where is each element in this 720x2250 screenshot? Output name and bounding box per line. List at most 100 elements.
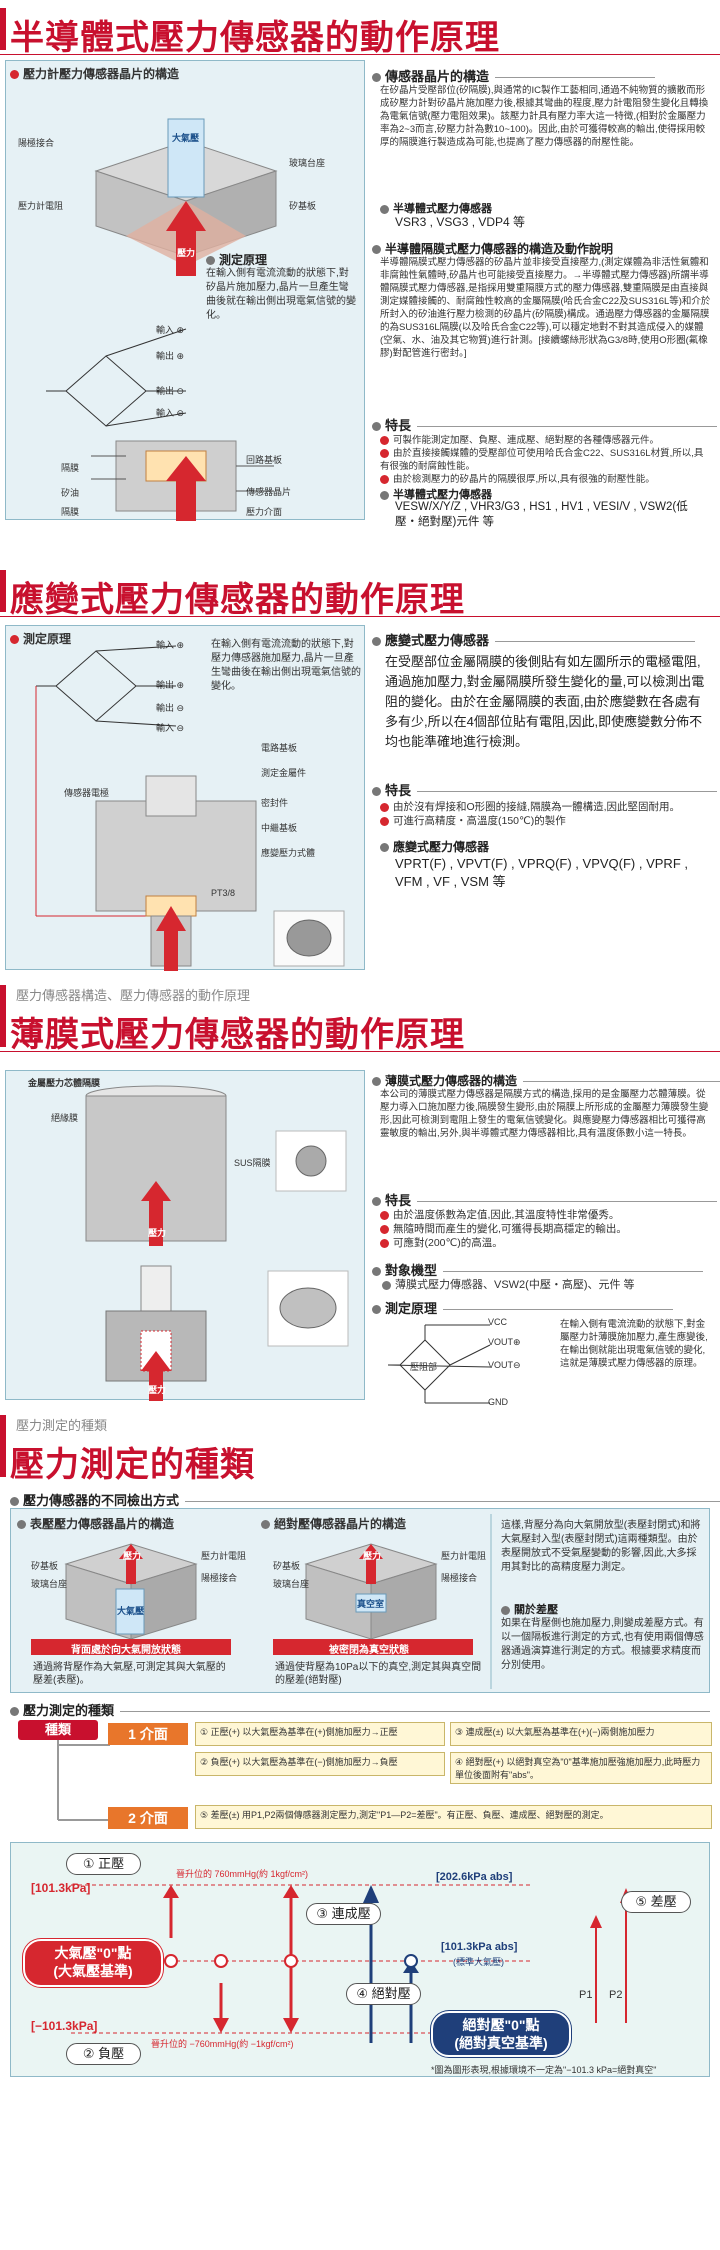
feat1-list: 可製作能測定加壓、負壓、連成壓、絕對壓的各種傳感器元件。 由於直接接觸媒體的受壓… bbox=[380, 434, 712, 486]
label-input-plus: 輸入 ⊕ bbox=[156, 325, 185, 335]
semi2-head: 半導體隔膜式壓力傳感器的構造及動作說明 bbox=[372, 240, 613, 257]
film-principle-circuit bbox=[387, 1324, 491, 1404]
label-output-plus: 輸出 ⊕ bbox=[156, 351, 185, 361]
label-glass-base: 玻璃台座 bbox=[289, 158, 326, 168]
chip-structure-text: 在矽晶片受壓部位(矽隔膜),與通常的IC製作工藝相同,通過不純物質的擴散而形成矽… bbox=[380, 85, 709, 148]
type-cell-compound: ③ 連成壓(±) 以大氣壓為基準在(+)(−)兩側施加壓力 bbox=[450, 1722, 712, 1746]
label-sensor-chip: 傳感器晶片 bbox=[246, 487, 292, 497]
graph-kpa-minus: [−101.3kPa] bbox=[31, 2019, 98, 2033]
graph-positive: ① 正壓 bbox=[66, 1853, 141, 1875]
feat3-item: 無隨時間而產生的變化,可獲得長期高穩定的輸出。 bbox=[380, 1222, 712, 1236]
abs-label-glass: 玻璃台座 bbox=[273, 1579, 310, 1589]
graph-atm-m760: 晉升位的 −760mmHg(約 −1kgf/cm²) bbox=[151, 2039, 294, 2049]
detect-diagrams bbox=[31, 1514, 492, 1689]
target-text: 薄膜式壓力傳感器、VSW2(中壓・高壓)、元件 等 bbox=[382, 1278, 712, 1292]
title-underline bbox=[0, 1051, 720, 1052]
semi-models-head: 半導體式壓力傳感器 bbox=[380, 200, 492, 216]
diff-head: 關於差壓 bbox=[501, 1601, 558, 1617]
label-pressure-medium: 壓力介面 bbox=[246, 507, 283, 517]
type-cell-absolute: ④ 絕對壓(+) 以絕對真空為"0"基準施加壓強施加壓力,此時壓力單位後面附有"… bbox=[450, 1752, 712, 1784]
label-input-plus: 輸入 ⊕ bbox=[156, 640, 185, 650]
label-output-plus: 輸出 ⊕ bbox=[156, 680, 185, 690]
label-measure-element: 測定金屬件 bbox=[261, 768, 307, 778]
page-title: 半導體式壓力傳感器的動作原理 bbox=[10, 19, 500, 57]
graph-diff: ⑤ 差壓 bbox=[621, 1891, 691, 1913]
abs-label-gauge: 壓力計電阻 bbox=[441, 1551, 487, 1561]
abs-text: 通過使背壓為10Pa以下的真空,測定其與真空間的壓差(絕對壓) bbox=[275, 1662, 482, 1686]
label-input-minus: 輸入 ⊖ bbox=[156, 723, 185, 733]
graph-kpa-plus: [101.3kPa] bbox=[31, 1881, 91, 1895]
feat3-item: 可應對(200℃)的高溫。 bbox=[380, 1236, 712, 1250]
feat1-head: 特長 bbox=[372, 415, 718, 434]
detect-panel: 表壓壓力傳感器晶片的構造 絕對壓傳感器晶片的構造 矽基板 玻璃台座 壓力計電阻 … bbox=[10, 1508, 710, 1693]
label-vout-plus: VOUT⊕ bbox=[488, 1337, 521, 1347]
label-sus: SUS隔膜 bbox=[234, 1158, 271, 1168]
gauge-label-silicon: 矽基板 bbox=[31, 1561, 59, 1571]
principle-head: 測定原理 bbox=[206, 251, 267, 268]
gauge-label-bond: 陽極接合 bbox=[201, 1573, 238, 1583]
strain-models-head: 應變式壓力傳感器 bbox=[380, 838, 489, 855]
label-pressure2: 壓力 bbox=[148, 1385, 167, 1395]
abs-label-bond: 陽極接合 bbox=[441, 1573, 478, 1583]
film-text: 本公司的薄膜式壓力傳感器是隔膜方式的構造,採用的是金屬壓力芯體薄膜。從壓力導入口… bbox=[380, 1089, 709, 1139]
type-cell-diff: ⑤ 差壓(±) 用P1,P2兩個傳感器測定壓力,測定"P1—P2=差壓"。有正壓… bbox=[195, 1805, 712, 1829]
semiconductor-chip-diagram bbox=[46, 118, 278, 521]
film-principle-head: 測定原理 bbox=[372, 1298, 674, 1317]
section4-subhead: 壓力測定的種類 bbox=[16, 1418, 108, 1433]
title-accent bbox=[0, 570, 6, 612]
section2-title-bar: 應變式壓力傳感器的動作原理 bbox=[0, 570, 720, 619]
feat1-item: 由於檢測壓力的矽晶片的隔膜很厚,所以,具有很強的耐壓性能。 bbox=[380, 473, 712, 486]
label-silicon-oil: 矽油 bbox=[61, 488, 80, 498]
semi2-text: 半導體隔膜式壓力傳感器的矽晶片並非接受直接壓力,(測定媒體為非活性氣體和非腐蝕性… bbox=[380, 257, 711, 359]
graph-note: *圖為圖形表現,根據環境不一定為"−101.3 kPa=絕對真空" bbox=[431, 2065, 657, 2075]
label-chip: 壓阻部 bbox=[410, 1362, 438, 1372]
types-head: 壓力測定的種類 bbox=[10, 1700, 711, 1719]
label-gnd: GND bbox=[488, 1397, 508, 1407]
label-pressure1: 壓力 bbox=[148, 1228, 167, 1238]
feat2-item: 可進行高精度・高溫度(150℃)的製作 bbox=[380, 814, 712, 828]
graph-compound: ③ 連成壓 bbox=[306, 1903, 381, 1925]
label-film-core: 金屬壓力芯體隔膜 bbox=[28, 1078, 101, 1088]
label-output-minus: 輸出 ⊖ bbox=[156, 703, 185, 713]
feat3-item: 由於溫度係數為定值,因此,其溫度特性非常優秀。 bbox=[380, 1208, 712, 1222]
title-accent bbox=[0, 985, 6, 1047]
graph-negative: ② 負壓 bbox=[66, 2043, 141, 2065]
section3-subhead: 壓力傳感器構造、壓力傳感器的動作原理 bbox=[16, 988, 251, 1003]
title-accent bbox=[0, 8, 6, 50]
section3-title-bar: 薄膜式壓力傳感器的動作原理 bbox=[0, 985, 720, 1054]
graph-p2: P2 bbox=[609, 1989, 623, 2001]
gauge-label-atm: 大氣壓 bbox=[117, 1606, 145, 1616]
label-pressure: 壓力 bbox=[177, 248, 196, 258]
one-port-label: 1 介面 bbox=[108, 1723, 188, 1745]
principle-text: 在輸入側有電流流動的狀態下,對矽晶片施加壓力,晶片一旦產生彎曲後就在輸出側出現電… bbox=[206, 268, 356, 321]
graph-atm-zero: 大氣壓"0"點(大氣壓基準) bbox=[23, 1939, 163, 1987]
abs-label-vacuum: 真空室 bbox=[357, 1599, 385, 1609]
abs-label-pressure: 壓力 bbox=[363, 1551, 382, 1561]
label-bond: 陽極接合 bbox=[18, 138, 55, 148]
feat1-item: 由於直接接觸媒體的受壓部位可使用哈氏合金C22、SUS316L材質,所以,具有很… bbox=[380, 448, 704, 472]
graph-p1: P1 bbox=[579, 1989, 593, 2001]
strain-head: 應變式壓力傳感器 bbox=[372, 630, 696, 649]
strain-principle-text: 在輸入側有電流流動的狀態下,對壓力傳感器施加壓力,晶片一旦產生彎曲後在輸出側出現… bbox=[211, 639, 361, 692]
graph-absolute: ④ 絕對壓 bbox=[346, 1983, 421, 2005]
title-accent bbox=[0, 1415, 6, 1477]
gauge-label-glass: 玻璃台座 bbox=[31, 1579, 68, 1589]
graph-kpa-101abs: [101.3kPa abs] bbox=[441, 1941, 518, 1953]
strain-text: 在受壓部位金屬隔膜的後側貼有如左圖所示的電極電阻,通過施加壓力,對金屬隔膜所發生… bbox=[385, 654, 705, 749]
section3-title: 薄膜式壓力傳感器的動作原理 bbox=[10, 1016, 465, 1054]
types-label: 種類 bbox=[18, 1720, 98, 1740]
label-circuit: 電路基板 bbox=[261, 743, 298, 753]
label-sensor-chip: 傳感器電極 bbox=[64, 788, 110, 798]
gauge-head: 表壓壓力傳感器晶片的構造 bbox=[17, 1515, 174, 1532]
target-head: 對象機型 bbox=[372, 1260, 704, 1279]
types-connector bbox=[57, 1740, 110, 1821]
label-thread: PT3/8 bbox=[211, 888, 236, 898]
panel-label: 測定原理 bbox=[10, 630, 71, 647]
feat1-item: 可製作能測定加壓、負壓、連成壓、絕對壓的各種傳感器元件。 bbox=[380, 434, 712, 447]
graph-abs-zero: 絕對壓"0"點(絕對真空基準) bbox=[431, 2011, 571, 2057]
film-sensor-diagram bbox=[85, 1085, 349, 1401]
type-cell-negative: ② 負壓(+) 以大氣壓為基準在(−)側施加壓力→負壓 bbox=[195, 1752, 445, 1776]
strain-diagram-panel: 測定原理 在輸入側有電流流動的狀態下,對壓力傳感器施加壓力,晶片一旦產生彎曲後在… bbox=[5, 625, 365, 971]
semi3-head: 半導體式壓力傳感器 bbox=[380, 486, 492, 502]
chip-structure-head: 傳感器晶片的構造 bbox=[372, 66, 656, 85]
